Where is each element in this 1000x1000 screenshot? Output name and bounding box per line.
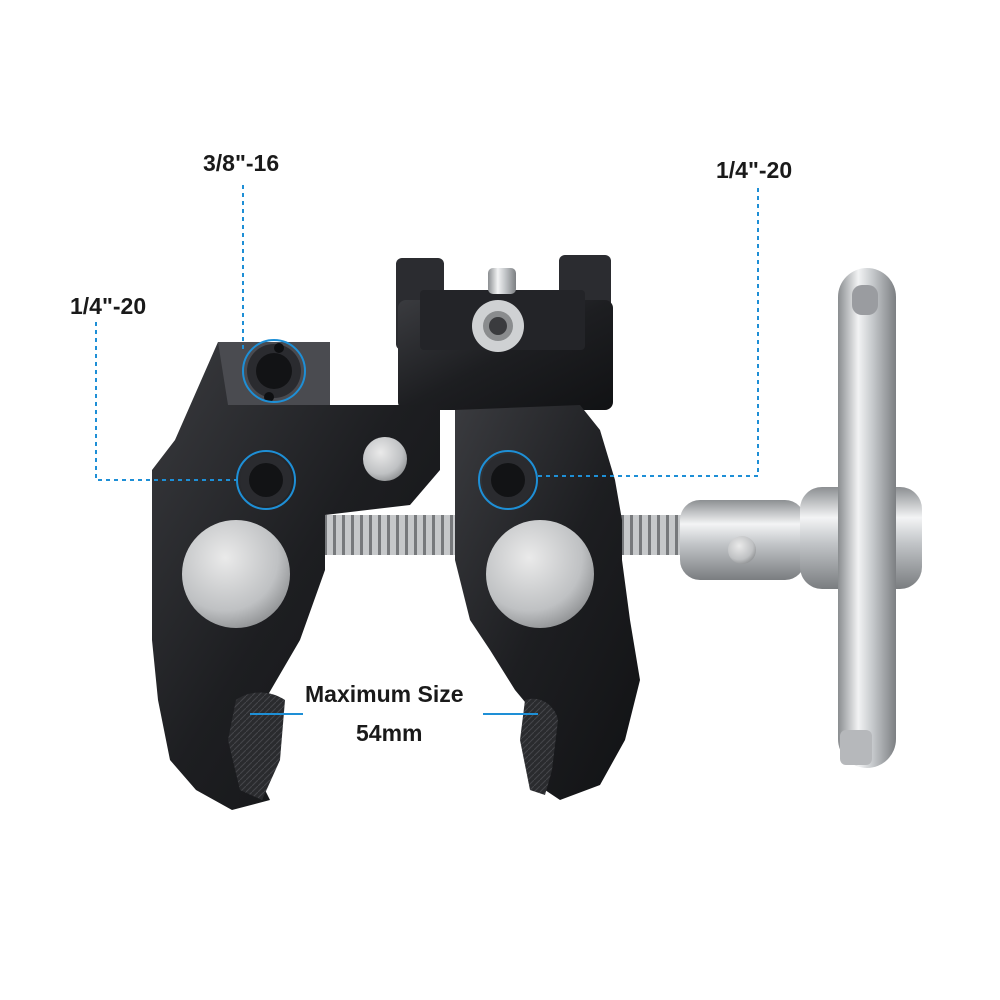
t-handle-bar <box>838 268 896 768</box>
thread-label-top: 3/8"-16 <box>203 150 280 176</box>
capacity-value: 54mm <box>356 720 423 746</box>
capacity-title: Maximum Size <box>305 681 464 707</box>
cold-shoe-mount <box>396 255 613 410</box>
right-jaw <box>455 405 640 800</box>
thread-label-right: 1/4"-20 <box>716 157 793 183</box>
thread-label-left: 1/4"-20 <box>70 293 147 319</box>
callout-leader-lines <box>95 185 759 481</box>
left-jaw <box>152 342 440 810</box>
